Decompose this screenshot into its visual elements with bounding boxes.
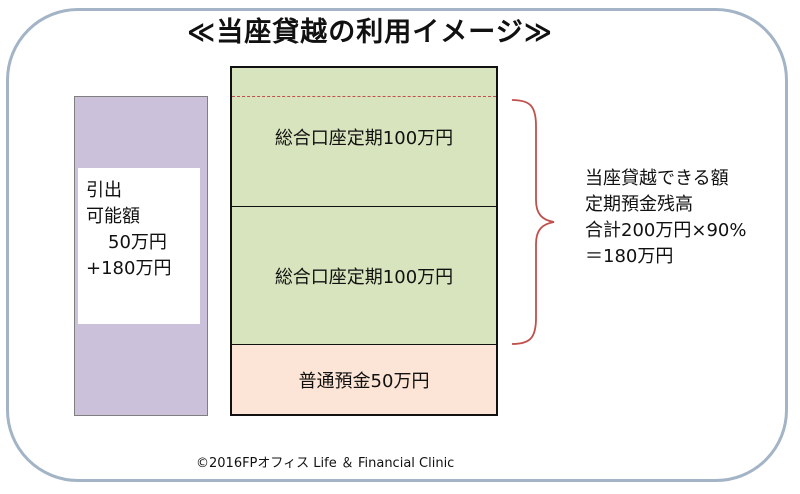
- withdrawable-line-4: +180万円: [86, 258, 172, 279]
- overdraft-limit-text: 当座貸越できる額 定期預金残高 合計200万円×90% ＝180万円: [585, 166, 746, 270]
- fixed-deposit-tier-middle: 総合口座定期100万円: [230, 206, 498, 345]
- fixed-deposit-tier-top: 総合口座定期100万円: [230, 66, 498, 207]
- fixed-deposit-middle-label: 総合口座定期100万円: [274, 266, 454, 288]
- withdrawable-line-1: 引出: [86, 180, 122, 201]
- overdraft-line-2: 定期預金残高: [585, 194, 693, 215]
- savings-deposit-tier: 普通預金50万円: [230, 344, 498, 416]
- withdrawable-label-box: 引出 可能額 50万円 +180万円: [78, 168, 200, 324]
- fixed-deposit-top-label: 総合口座定期100万円: [274, 128, 454, 149]
- copyright-notice: ©2016FPオフィス Life ＆ Financial Clinic: [196, 456, 455, 471]
- right-brace-icon: [511, 99, 555, 345]
- savings-deposit-label: 普通預金50万円: [298, 370, 430, 392]
- withdrawable-line-3: 50万円: [108, 232, 167, 253]
- diagram-title: ≪当座貸越の利用イメージ≫: [187, 17, 553, 48]
- withdrawable-line-2: 可能額: [86, 206, 140, 227]
- overdraft-line-4: ＝180万円: [585, 246, 674, 267]
- dashed-limit-line: [232, 96, 496, 97]
- overdraft-line-1: 当座貸越できる額: [585, 168, 729, 189]
- overdraft-line-3: 合計200万円×90%: [585, 220, 747, 241]
